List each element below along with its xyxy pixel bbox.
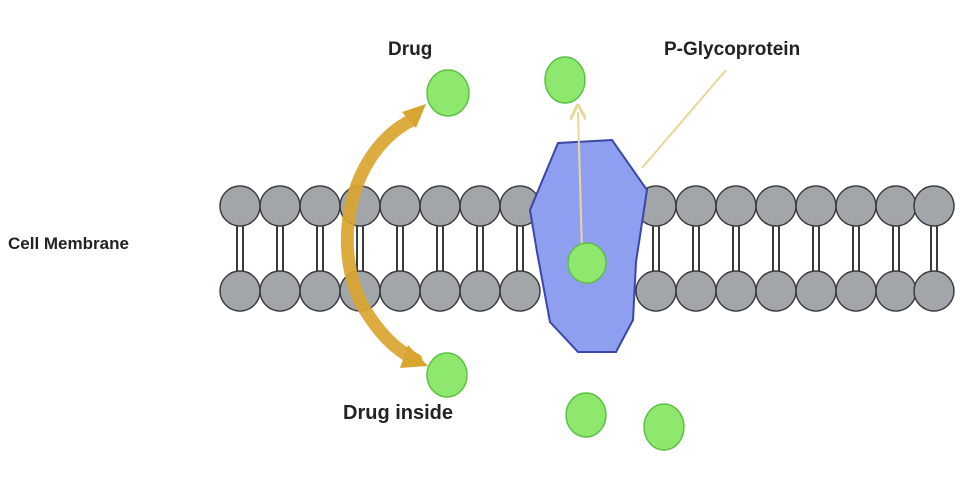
drug-molecule-outside-icon <box>426 69 470 117</box>
transport-arrow-icon <box>578 112 582 251</box>
lipid-head-outer-icon <box>299 185 341 227</box>
lipid-head-inner-icon <box>875 270 917 312</box>
cell-membrane-label: Cell Membrane <box>8 234 129 253</box>
drug-inside-label: Drug inside <box>343 402 454 424</box>
lipid-head-inner-icon <box>419 270 461 312</box>
p-glycoprotein-label: P-Glycoprotein <box>664 39 801 60</box>
p-glycoprotein-pointer-line <box>641 69 727 169</box>
lipid-head-outer-icon <box>875 185 917 227</box>
lipid-head-outer-icon <box>795 185 837 227</box>
lipid-head-outer-icon <box>675 185 717 227</box>
drug-molecule-cytoplasm-2-icon <box>643 403 685 451</box>
lipid-heads-inner-layer <box>219 270 955 312</box>
lipid-head-inner-icon <box>715 270 757 312</box>
lipid-head-outer-icon <box>379 185 421 227</box>
lipid-head-inner-icon <box>795 270 837 312</box>
lipid-head-outer-icon <box>219 185 261 227</box>
lipid-head-inner-icon <box>499 270 541 312</box>
lipid-head-outer-icon <box>835 185 877 227</box>
drug-molecule-inside-icon <box>426 352 468 398</box>
lipid-head-inner-icon <box>259 270 301 312</box>
lipid-head-inner-icon <box>835 270 877 312</box>
lipid-head-inner-icon <box>755 270 797 312</box>
efflux-arrowhead-icon <box>402 104 426 128</box>
lipid-head-outer-icon <box>715 185 757 227</box>
lipid-head-inner-icon <box>379 270 421 312</box>
lipid-head-inner-icon <box>635 270 677 312</box>
lipid-head-outer-icon <box>419 185 461 227</box>
efflux-arrow-icon <box>340 113 423 367</box>
lipid-head-inner-icon <box>459 270 501 312</box>
drug-label: Drug <box>388 39 433 60</box>
lipid-head-inner-icon <box>219 270 261 312</box>
lipid-head-inner-icon <box>299 270 341 312</box>
lipid-head-outer-icon <box>259 185 301 227</box>
lipid-head-inner-icon <box>913 270 955 312</box>
lipid-tails <box>236 226 938 271</box>
lipid-head-outer-icon <box>459 185 501 227</box>
lipid-head-outer-icon <box>755 185 797 227</box>
lipid-head-inner-icon <box>675 270 717 312</box>
drug-molecule-effluxed-icon <box>544 56 586 104</box>
efflux-arrowtail-icon <box>400 345 428 368</box>
drug-molecule-cytoplasm-1-icon <box>565 392 607 438</box>
lipid-heads-outer-layer <box>219 185 955 227</box>
lipid-head-outer-icon <box>913 185 955 227</box>
drug-molecule-in-protein-icon <box>567 242 607 284</box>
